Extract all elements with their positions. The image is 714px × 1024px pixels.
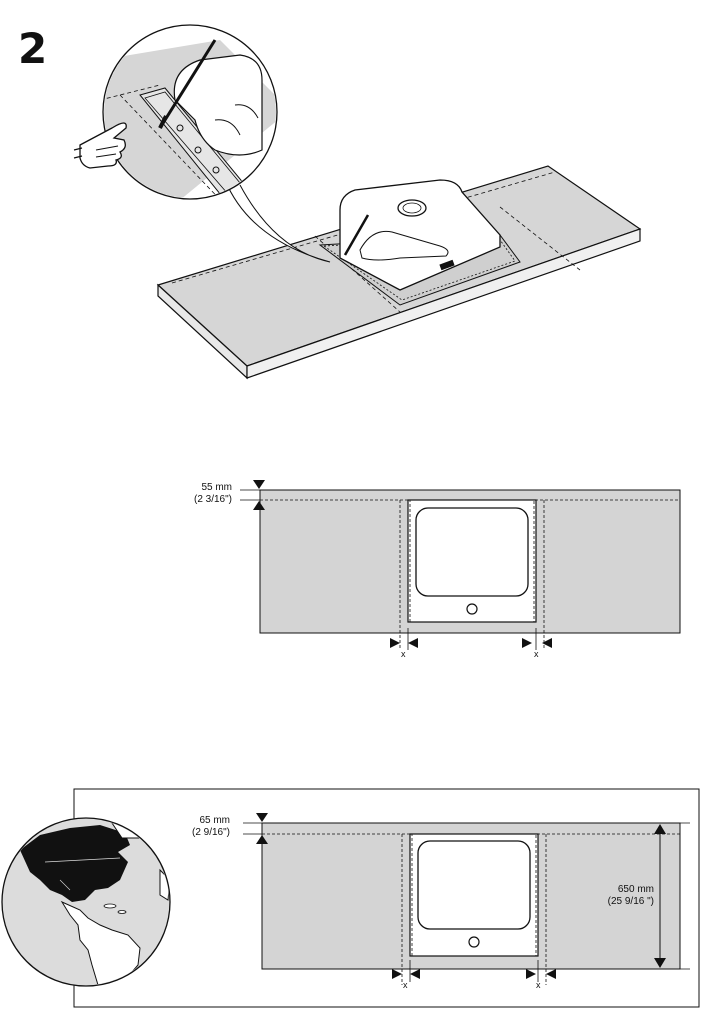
step-number: 2 — [18, 24, 48, 73]
gap-left-label: x — [401, 649, 406, 659]
na-gap-left-label: x — [403, 980, 408, 990]
hand-pointing-icon — [73, 122, 127, 169]
top-view-diagram — [240, 480, 681, 650]
front-offset-label: 55 mm (2 3/16") — [170, 482, 232, 506]
na-front-offset-metric: 65 mm — [199, 815, 230, 826]
na-front-offset-imperial: (2 9/16") — [191, 827, 230, 838]
magnifier-callout — [102, 24, 278, 200]
gap-right-label: x — [534, 649, 539, 659]
na-front-offset-label: 65 mm (2 9/16") — [170, 815, 230, 839]
na-gap-right-label: x — [536, 980, 541, 990]
na-depth-metric: 650 mm — [617, 884, 654, 895]
front-offset-imperial: (2 3/16") — [193, 494, 232, 505]
front-offset-metric: 55 mm — [201, 482, 232, 493]
globe-north-america-icon — [1, 817, 171, 987]
hand-with-pencil — [343, 214, 449, 261]
na-depth-label: 650 mm (25 9/16 ") — [588, 884, 654, 908]
north-america-diagram — [73, 788, 700, 1008]
na-depth-imperial: (25 9/16 ") — [607, 896, 654, 907]
